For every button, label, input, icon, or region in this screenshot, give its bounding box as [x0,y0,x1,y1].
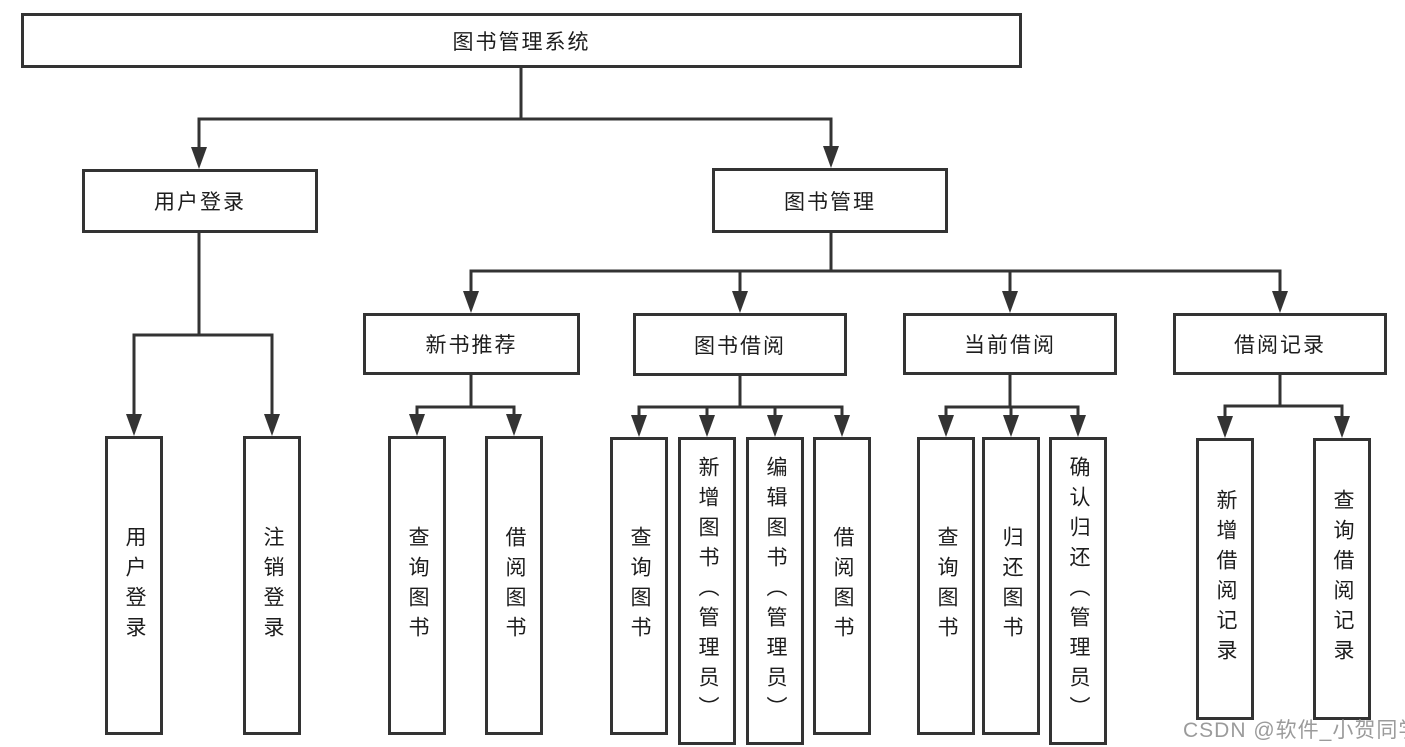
arrow-user-login [191,147,207,169]
watermark-csdn: CSDN @软件_小贺同学 [1183,719,1405,742]
node-search-borrow-record: 查询借阅记录 [1313,438,1371,720]
arrow-search-books-1 [409,414,425,436]
arrow-search-borrow-record [1334,416,1350,438]
node-library-management-system: 图书管理系统 [21,13,1022,68]
edge-user-login-to-children [132,232,274,416]
node-current-borrowing: 当前借阅 [903,313,1117,375]
node-label: 注销登录 [261,525,284,646]
node-add-borrow-record: 新增借阅记录 [1196,438,1254,720]
node-return-books: 归还图书 [982,437,1040,735]
edge-root-to-level2 [197,68,833,148]
arrow-add-borrow-record [1217,416,1233,438]
arrow-logout [264,414,280,436]
edge-current-borrowing-to-children [944,375,1080,416]
arrow-return-books [1003,415,1019,437]
node-search-books-borrowing: 查询图书 [610,437,668,735]
arrow-search-books-2 [631,415,647,437]
node-label: 图书管理系统 [452,30,591,54]
node-logout: 注销登录 [243,436,301,735]
arrow-book-borrowing [732,291,748,313]
arrow-borrow-books-2 [834,415,850,437]
node-search-books-current: 查询图书 [917,437,975,735]
node-edit-books-admin: 编辑图书（管理员） [746,437,804,745]
node-label: 借阅图书 [831,526,854,646]
node-label: 查询借阅记录 [1331,489,1354,669]
arrowheads [126,146,1350,438]
node-new-book-recommendation: 新书推荐 [363,313,580,375]
arrow-borrowing-records [1272,291,1288,313]
arrow-user-login-action [126,414,142,436]
node-borrow-books-borrowing: 借阅图书 [813,437,871,735]
arrow-edit-books-admin [767,415,783,437]
node-label: 查询图书 [935,526,958,646]
node-user-login-action: 用户登录 [105,436,163,735]
node-label: 归还图书 [1000,526,1023,646]
arrow-confirm-return-admin [1070,415,1086,437]
node-user-login: 用户登录 [82,169,318,233]
node-search-books-recommend: 查询图书 [388,436,446,735]
edge-new-book-recommendation-to-children [415,375,516,416]
node-label: 借阅图书 [503,525,526,646]
arrow-borrow-books-1 [506,414,522,436]
edge-book-management-to-level3 [469,232,1282,293]
node-label: 编辑图书（管理员） [764,456,787,726]
node-label: 图书管理 [784,190,876,214]
node-label: 用户登录 [123,525,146,646]
arrow-search-books-3 [938,415,954,437]
node-label: 查询图书 [628,526,651,646]
arrow-new-book-recommendation [463,291,479,313]
node-label: 确认归还（管理员） [1067,456,1090,726]
node-book-borrowing: 图书借阅 [633,313,847,376]
node-label: 借阅记录 [1234,334,1326,357]
node-confirm-return-admin: 确认归还（管理员） [1049,437,1107,745]
edge-book-borrowing-to-children [637,376,844,416]
node-add-books-admin: 新增图书（管理员） [678,437,736,745]
node-label: 新增图书（管理员） [696,456,719,726]
node-label: 图书借阅 [694,334,786,358]
node-label: 新增借阅记录 [1214,489,1237,669]
node-label: 查询图书 [406,525,429,646]
node-label: 用户登录 [154,191,246,214]
arrow-book-management [823,146,839,168]
node-borrow-books-recommend: 借阅图书 [485,436,543,735]
node-label: 当前借阅 [964,334,1056,357]
node-label: 新书推荐 [425,334,518,357]
edge-borrowing-records-to-children [1223,375,1344,416]
arrow-current-borrowing [1002,291,1018,313]
node-borrowing-records: 借阅记录 [1173,313,1387,375]
arrow-add-books-admin [699,415,715,437]
node-book-management: 图书管理 [712,168,948,233]
